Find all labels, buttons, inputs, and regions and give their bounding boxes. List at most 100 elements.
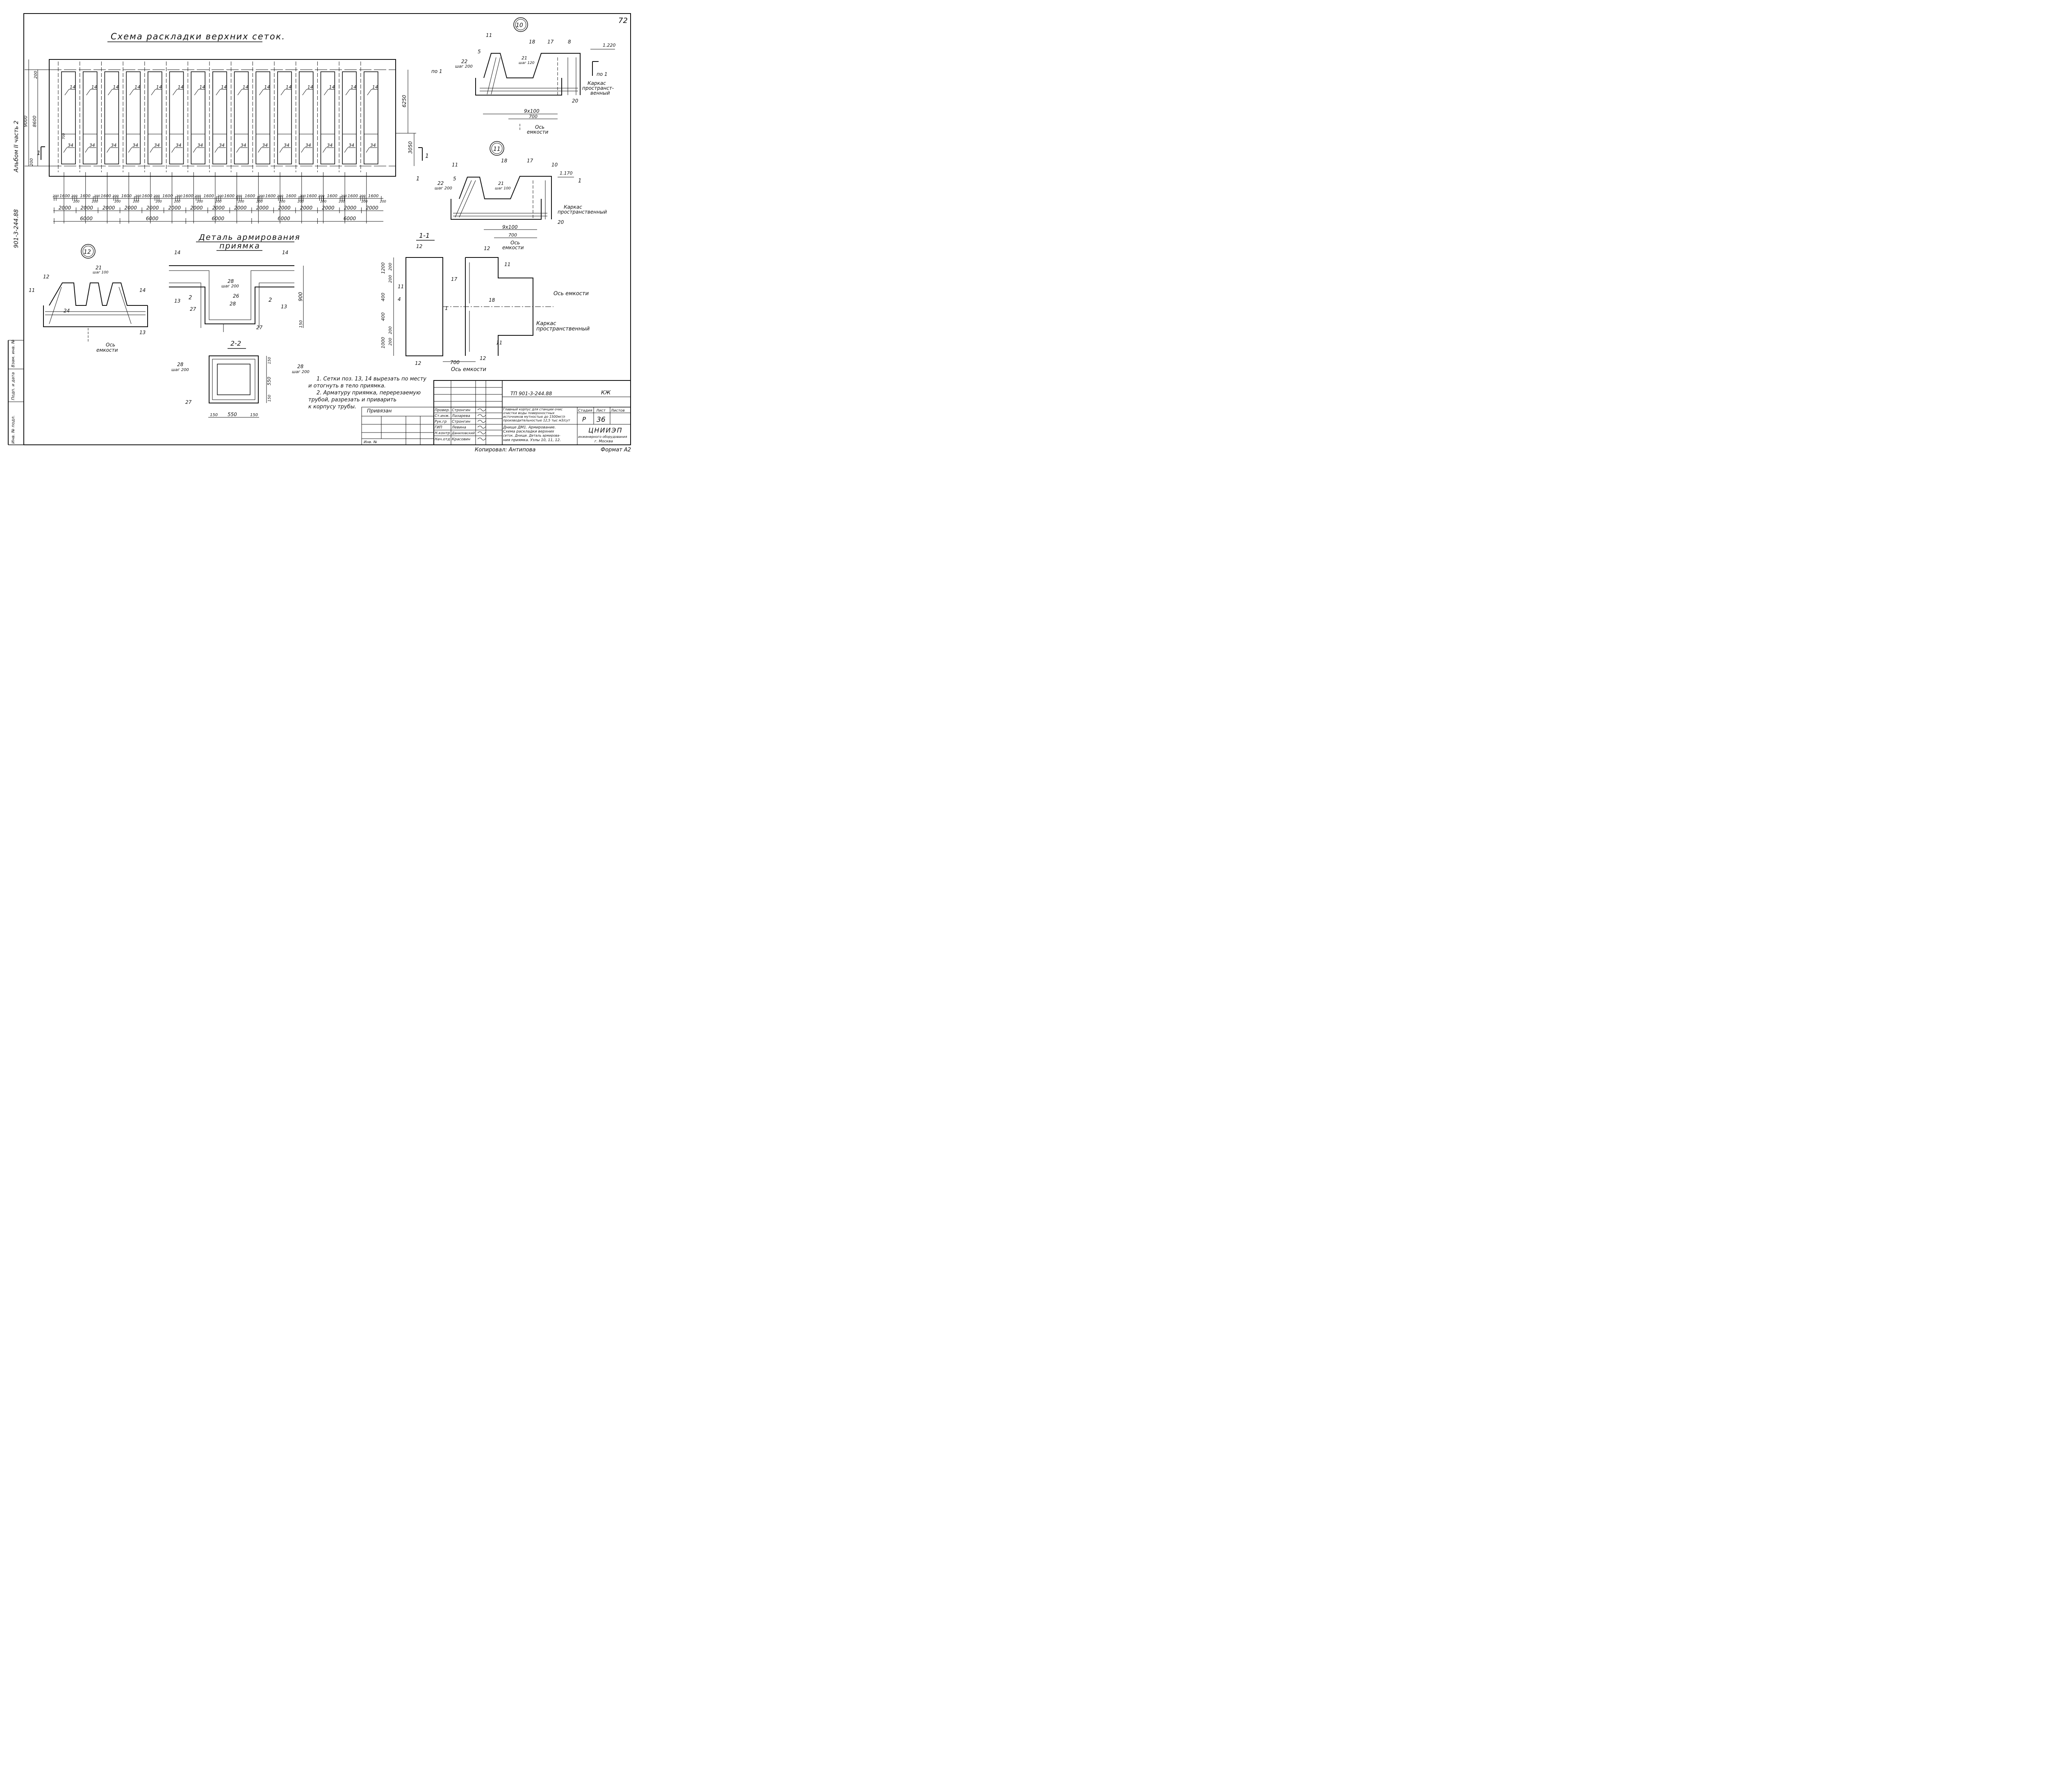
pit-label-13-left: 13 [174, 298, 180, 304]
mesh-label-upper: 14 [199, 84, 205, 90]
mesh-strip [298, 71, 314, 164]
node-12-number: 12 [84, 249, 91, 255]
sec11-label-prostr: пространственный [536, 326, 590, 332]
dim-chain1-value: 200 [71, 194, 77, 198]
dim-chain1-value: 1600 [265, 194, 276, 198]
dim-chain1-value: 1600 [203, 194, 214, 198]
dim-chain2-value: 2000 [124, 205, 137, 211]
drawing-sheet: 72 Инв. № подл. Подп. и дата Взам. инв. … [8, 13, 631, 453]
dim-chain3-value: 6000 [278, 216, 290, 221]
n10-label-emkosti: емкости [527, 129, 549, 135]
sec22-dim-r1: 150 [268, 357, 272, 364]
sec11-label-11-top: 11 [504, 262, 510, 267]
sec11-title: 1-1 [419, 232, 430, 239]
section-mark-right: 1 [425, 153, 429, 159]
dim-chain1-value: 1600 [183, 194, 193, 198]
n10-label-8: 8 [568, 39, 571, 45]
node-11-detail: 11 11 5 22 шаг 200 21 шаг 100 18 17 10 1… [416, 141, 607, 250]
sec11-dim-400b: 400 [380, 312, 386, 321]
n11-label-elev: 1.170 [560, 171, 573, 176]
side-project-code: 901-3-244.88 [13, 209, 20, 248]
dim-chain1-value: 200 [114, 200, 121, 203]
mesh-leader-upper [86, 89, 97, 96]
tb-mark: КЖ [601, 390, 611, 396]
n12-label-14: 14 [139, 287, 146, 293]
n12-label-12: 12 [43, 274, 49, 280]
dim-chain1-value: 200 [236, 194, 242, 198]
dim-chain1-value: 200 [238, 200, 244, 203]
tb-col-stage: Стадия [578, 409, 592, 413]
mesh-leader-lower [150, 147, 161, 153]
sec11-label-os-emk-bottom: Ось емкости [451, 367, 486, 373]
tb-role-4: Н.контр [435, 431, 450, 435]
plan-mesh-group: 1434143414341434143414341434143414341434… [58, 61, 378, 223]
mesh-strip [255, 71, 271, 164]
mesh-label-lower: 34 [89, 143, 95, 148]
dim-chain3-value: 6000 [212, 216, 225, 221]
pit-label-sec2-right: 2 [269, 297, 272, 303]
dim-chain2-value: 2000 [300, 205, 313, 211]
tb-org-3: г. Москва [594, 439, 613, 444]
tb-sheet-3: ния приямка. Узлы 10, 11, 12. [503, 438, 561, 442]
dim-chain2-value: 2000 [190, 205, 203, 211]
tb-role-1: Ст.инж. [435, 414, 450, 418]
pit-label-sec2-left: 2 [189, 295, 192, 301]
mesh-leader-lower [63, 147, 75, 153]
tb-name-2: Стронгин [452, 420, 470, 424]
node-11-number: 11 [493, 146, 501, 153]
mesh-strip [169, 71, 184, 164]
notes: 1. Сетки поз. 13, 14 вырезать по месту и… [308, 376, 426, 410]
sec11-label-17: 17 [451, 276, 458, 282]
page-number: 72 [618, 16, 628, 25]
dim-chain1-value: 200 [320, 200, 326, 203]
mesh-strip [277, 71, 292, 164]
n11-label-700: 700 [508, 232, 517, 238]
mesh-leader-upper [323, 89, 335, 96]
dim-chain1-value: 200 [174, 200, 180, 203]
n11-label-karkas: Каркас [564, 204, 582, 210]
dim-chain2-value: 2000 [102, 205, 115, 211]
dim-chain1-value: 200 [176, 194, 182, 198]
dim-chain1-value: 1600 [348, 194, 358, 198]
mesh-leader-upper [173, 89, 184, 96]
n10-label-elev: 1.220 [603, 43, 616, 48]
n10-label-prostranst: пространст- [582, 85, 614, 91]
tb-building-3: производительностью 12,5 тыс м3/сут [503, 419, 570, 422]
note-line-2: и отогнуть в тело приямка. [308, 383, 386, 389]
tb-privyazan: Привязан [367, 408, 392, 414]
sec22-label-step-left: шаг 200 [171, 368, 189, 372]
tb-building-2: источников мутностью до 1500мг/л [503, 415, 565, 419]
tb-sheet: 36 [597, 416, 606, 424]
dim-chain1-value: 200 [300, 194, 306, 198]
sec11-label-18: 18 [489, 297, 495, 303]
tb-name-5: Красовин [452, 437, 470, 442]
dim-left-total: 9000 [23, 116, 28, 127]
mesh-label-lower: 34 [219, 143, 225, 148]
dim-chain2-value: 2000 [59, 205, 71, 211]
mesh-leader-upper [216, 89, 227, 96]
n11-label-prostr: пространственный [558, 209, 607, 215]
mesh-leader-lower [128, 147, 140, 153]
tb-role-3: ГИП [435, 426, 442, 430]
mesh-leader-lower [257, 147, 269, 153]
pit-detail: Деталь армирования приямка 14 14 28 шаг … [169, 233, 304, 332]
n10-label-700: 700 [529, 114, 538, 119]
sec11-dim-200d: 200 [388, 338, 393, 346]
sec11-dim-1000: 1000 [380, 337, 386, 348]
tb-building-1: очистки воды поверхностных [503, 411, 555, 415]
mesh-label-lower: 34 [262, 143, 268, 148]
n10-label-22: 22 [461, 59, 467, 64]
dim-chain1-value: 200 [73, 200, 80, 203]
dim-left-top: 200 [34, 71, 38, 79]
mesh-strip [147, 71, 162, 164]
mesh-label-lower: 34 [241, 143, 246, 148]
sec11-label-12-bottom-right: 12 [480, 355, 486, 361]
dim-chain1-value: 1600 [368, 194, 378, 198]
plan-layout: Схема раскладки верхних сеток. 143414341… [23, 32, 429, 224]
dim-chain2-value: 2000 [366, 205, 378, 211]
sec11-label-12-top-right: 12 [484, 246, 490, 251]
tb-name-1: Лазарева [451, 414, 470, 418]
dim-chain1-value: 200 [380, 200, 386, 203]
